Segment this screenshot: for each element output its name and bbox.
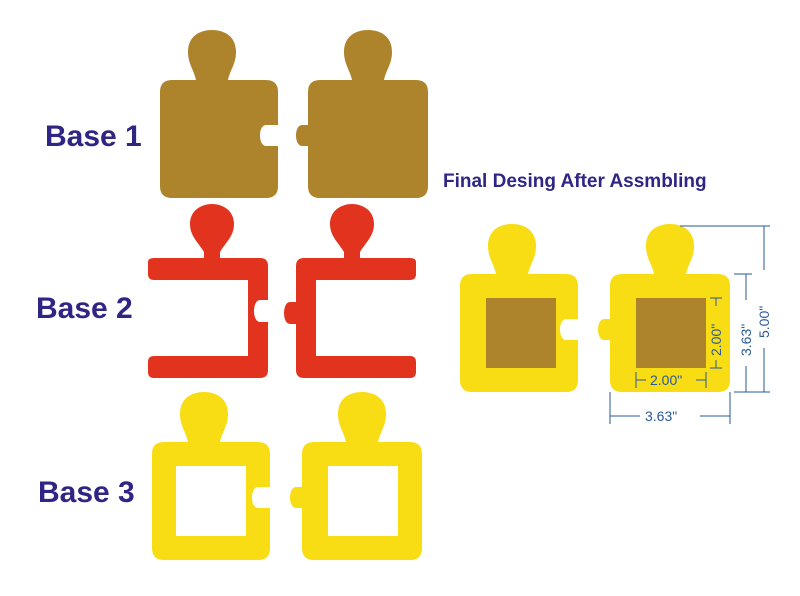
base-2-left-piece — [148, 204, 268, 378]
base-3-left-window — [176, 466, 246, 536]
dimension-annotations — [609, 225, 770, 424]
base-3-left-piece — [152, 392, 270, 560]
inner-width-label: 2.00" — [650, 372, 682, 388]
base-1-left-piece — [160, 30, 278, 198]
final-left-piece — [460, 224, 578, 392]
outer-height-label: 3.63" — [738, 324, 754, 356]
final-design-title: Final Desing After Assmbling — [443, 171, 707, 192]
base-3-right-window — [328, 466, 398, 536]
total-height-label: 5.00" — [756, 306, 772, 338]
base-3-group: Base 3 — [38, 392, 422, 560]
final-left-inner-square — [486, 298, 556, 368]
base-3-label: Base 3 — [38, 476, 135, 509]
inner-height-label: 2.00" — [708, 324, 724, 356]
base-2-group: Base 2 — [36, 204, 416, 378]
base-1-label: Base 1 — [45, 120, 142, 153]
base-2-right-piece — [284, 204, 416, 378]
base-2-label: Base 2 — [36, 292, 133, 325]
outer-width-label: 3.63" — [645, 408, 677, 424]
base-3-right-piece — [290, 392, 422, 560]
final-right-inner-square — [636, 298, 706, 368]
final-design-group — [460, 224, 730, 392]
base-1-right-piece — [296, 30, 428, 198]
final-right-piece — [598, 224, 730, 392]
base-1-group: Base 1 — [45, 30, 428, 198]
